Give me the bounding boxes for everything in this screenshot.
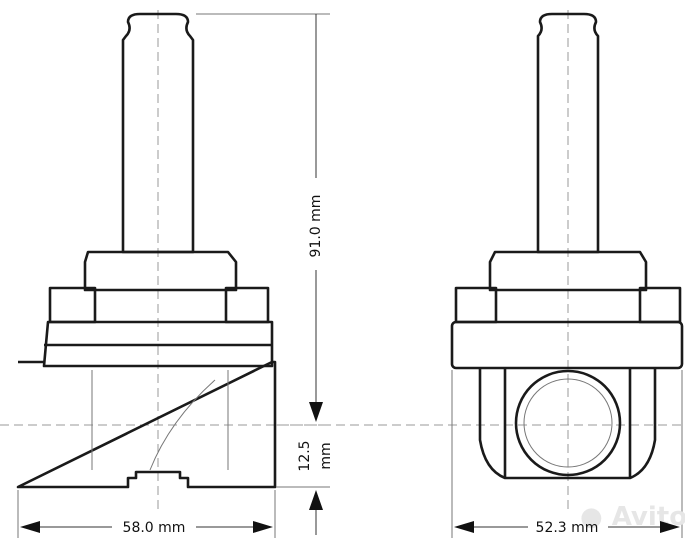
hex-left	[48, 286, 97, 324]
body-flange	[450, 320, 684, 370]
cap-nut	[488, 250, 648, 292]
body-flange	[42, 320, 274, 368]
hex-right	[638, 286, 682, 324]
hex-left	[454, 286, 498, 324]
front-view	[16, 12, 277, 489]
height-inlet-label-2: mm	[318, 442, 334, 469]
height-dimension: 91.0 mm 12.5 mm	[196, 13, 334, 535]
port-outer	[514, 369, 622, 477]
width-side-label: 52.3 mm	[536, 520, 599, 536]
port-inner	[523, 378, 613, 468]
front-width-dimension: 58.0 mm	[17, 490, 276, 538]
side-view	[450, 12, 684, 480]
cap-nut	[83, 250, 238, 292]
width-front-label: 58.0 mm	[123, 520, 186, 536]
coil-stem	[536, 12, 600, 254]
height-inlet-label-1: 12.5	[297, 440, 313, 471]
coil-stem	[121, 12, 195, 254]
height-total-label: 91.0 mm	[308, 195, 324, 258]
hex-right	[224, 286, 270, 324]
lower-body	[478, 368, 657, 480]
side-width-dimension: ● Avito 52.3 mm	[451, 370, 685, 538]
valve-body	[16, 360, 277, 489]
